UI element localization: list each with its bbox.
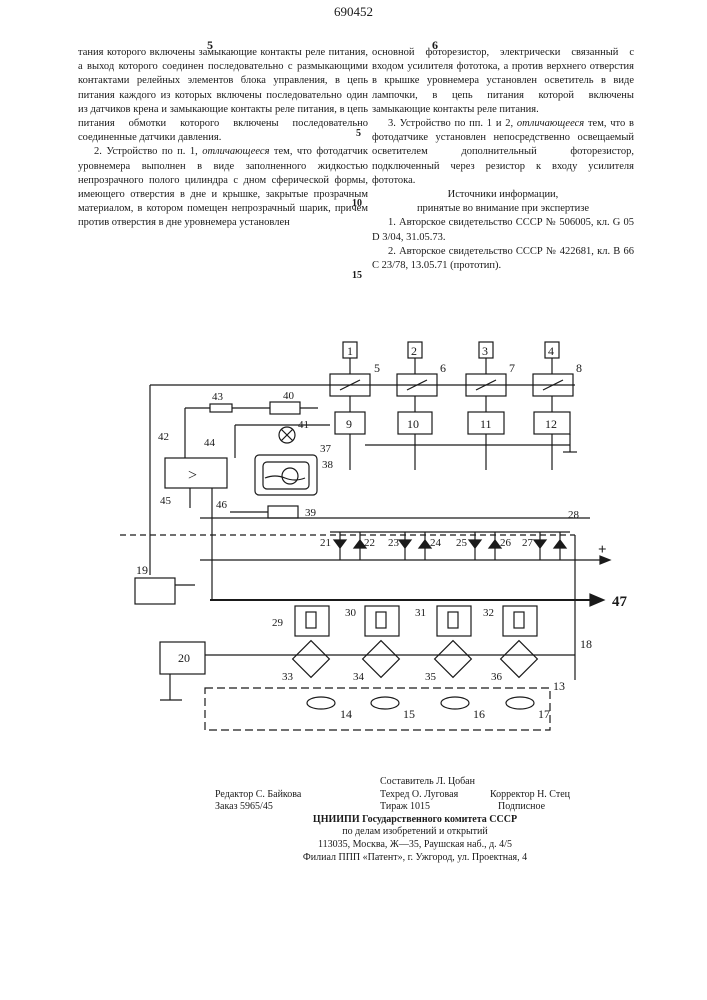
label-47: 47 xyxy=(612,594,628,610)
reference-2: 2. Авторское свидетельство СССР № 422681… xyxy=(372,245,634,273)
label-41: 41 xyxy=(298,419,309,431)
resistor-43 xyxy=(210,404,232,412)
claim-2-body: что фотодатчик уровнемера выполнен в вид… xyxy=(78,146,368,228)
label-22: 22 xyxy=(364,537,375,549)
org-line-2: по делам изобретений и открытий xyxy=(215,826,615,839)
tilt-sensor-15 xyxy=(371,697,399,709)
bridge-34 xyxy=(363,641,400,678)
relay-31 xyxy=(437,606,471,636)
label-34: 34 xyxy=(353,671,365,683)
label-15: 15 xyxy=(403,707,415,721)
tilt-sensor-16 xyxy=(441,697,469,709)
label-25: 25 xyxy=(456,537,468,549)
label-21: 21 xyxy=(320,537,331,549)
photoresistor-39 xyxy=(268,506,298,518)
claim-2-lead: 2. Устройство по п. 1, xyxy=(94,146,202,157)
label-8: 8 xyxy=(576,361,582,375)
right-paragraph-1: основной фоторезистор, электрически связ… xyxy=(372,46,634,117)
reference-1: 1. Авторское свидетельство СССР № 506005… xyxy=(372,216,634,244)
label-37: 37 xyxy=(320,443,332,455)
order: Заказ 5965/45 xyxy=(215,801,273,814)
claim-2-tail: тем, xyxy=(269,146,292,157)
label-13: 13 xyxy=(553,679,565,693)
claim-2-emphasis: отличающееся xyxy=(202,146,269,157)
label-9: 9 xyxy=(346,417,352,431)
bridge-33 xyxy=(293,641,330,678)
label-5: 5 xyxy=(374,361,380,375)
label-31: 31 xyxy=(415,607,426,619)
label-38: 38 xyxy=(322,459,334,471)
line-number-15: 15 xyxy=(352,270,362,281)
left-column-text: тания которого включены замыкающие конта… xyxy=(78,46,368,231)
line-number-5: 5 xyxy=(356,128,361,139)
left-paragraph-1: тания которого включены замыкающие конта… xyxy=(78,46,368,145)
relay-30 xyxy=(365,606,399,636)
label-45: 45 xyxy=(160,495,172,507)
branch: Филиал ППП «Патент», г. Ужгород, ул. Про… xyxy=(215,852,615,865)
claim-2: 2. Устройство по п. 1, отличающееся тем,… xyxy=(78,145,368,230)
circuit-diagram: 1 2 3 4 5 6 7 8 9 10 11 12 13 14 15 16 1… xyxy=(0,320,707,740)
label-10: 10 xyxy=(407,417,419,431)
label-40: 40 xyxy=(283,390,295,402)
label-28: 28 xyxy=(568,509,580,521)
label-29: 29 xyxy=(272,617,284,629)
claim-3-emphasis: отличающееся xyxy=(517,118,584,129)
bridge-35 xyxy=(435,641,472,678)
label-14: 14 xyxy=(340,707,352,721)
org-line-1: ЦНИИПИ Государственного комитета СССР xyxy=(215,814,615,827)
label-44: 44 xyxy=(204,437,216,449)
claim-3: 3. Устройство по пп. 1 и 2, отличающееся… xyxy=(372,117,634,188)
label-2: 2 xyxy=(411,344,417,358)
label-18: 18 xyxy=(580,637,592,651)
label-17: 17 xyxy=(538,707,550,721)
page-number: 690452 xyxy=(0,4,707,20)
imprint-block: Составитель Л. Цобан Редактор С. Байкова… xyxy=(215,776,615,864)
techred: Техред О. Луговая xyxy=(380,789,458,802)
label-33: 33 xyxy=(282,671,294,683)
label-43: 43 xyxy=(212,391,224,403)
tilt-sensor-14 xyxy=(307,697,335,709)
corrector: Корректор Н. Стец xyxy=(490,789,570,802)
label-20: 20 xyxy=(178,651,190,665)
label-27: 27 xyxy=(522,537,534,549)
lamp-resistor-40 xyxy=(270,402,300,414)
label-23: 23 xyxy=(388,537,400,549)
plus-label: + xyxy=(598,542,607,558)
right-column-text: основной фоторезистор, электрически связ… xyxy=(372,46,634,273)
compiler: Составитель Л. Цобан xyxy=(380,776,475,789)
amplifier-symbol: > xyxy=(188,467,197,484)
label-16: 16 xyxy=(473,707,485,721)
label-4: 4 xyxy=(548,344,554,358)
subscription: Подписное xyxy=(498,801,545,814)
relay-32 xyxy=(503,606,537,636)
label-24: 24 xyxy=(430,537,442,549)
label-12: 12 xyxy=(545,417,557,431)
label-26: 26 xyxy=(500,537,512,549)
editor: Редактор С. Байкова xyxy=(215,789,301,802)
sensor-block-13 xyxy=(205,688,550,730)
label-42: 42 xyxy=(158,431,169,443)
bridge-36 xyxy=(501,641,538,678)
tilt-sensor-17 xyxy=(506,697,534,709)
relay-29 xyxy=(295,606,329,636)
circulation: Тираж 1015 xyxy=(380,801,430,814)
claim-3-lead: 3. Устройство по пп. 1 и 2, xyxy=(388,118,517,129)
line-number-10: 10 xyxy=(352,198,362,209)
sources-subtitle: принятые во внимание при экспертизе xyxy=(372,202,634,216)
label-6: 6 xyxy=(440,361,446,375)
relay-19 xyxy=(135,578,175,604)
label-11: 11 xyxy=(480,417,492,431)
label-39: 39 xyxy=(305,507,317,519)
address: 113035, Москва, Ж—35, Раушская наб., д. … xyxy=(215,839,615,852)
label-7: 7 xyxy=(509,361,515,375)
sources-title: Источники информации, xyxy=(372,188,634,202)
label-35: 35 xyxy=(425,671,437,683)
label-1: 1 xyxy=(347,344,353,358)
label-46: 46 xyxy=(216,499,228,511)
label-36: 36 xyxy=(491,671,503,683)
label-19: 19 xyxy=(136,563,148,577)
label-32: 32 xyxy=(483,607,494,619)
label-3: 3 xyxy=(482,344,488,358)
label-30: 30 xyxy=(345,607,357,619)
